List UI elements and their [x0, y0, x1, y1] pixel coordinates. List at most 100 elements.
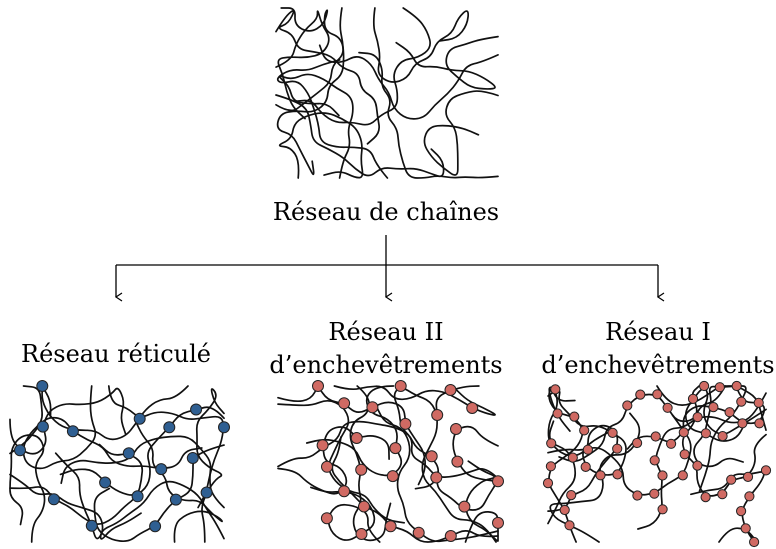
polymer-chain	[195, 388, 225, 543]
junction-node	[358, 500, 370, 513]
polymer-chain	[278, 112, 364, 179]
junction-node	[451, 455, 464, 468]
junction-node	[36, 380, 49, 392]
polymer-chain	[134, 419, 223, 543]
junction-node	[760, 465, 772, 476]
polymer-chain	[277, 420, 440, 490]
junction-node	[731, 380, 742, 392]
polymer-chain	[275, 10, 330, 120]
junction-node	[635, 389, 646, 400]
polymer-chain	[276, 59, 389, 179]
junction-node	[595, 470, 606, 481]
junction-node	[169, 493, 182, 506]
junction-node	[569, 411, 580, 422]
junction-node	[579, 425, 590, 436]
polymer-chain	[59, 406, 225, 496]
junction-node	[338, 397, 351, 410]
junction-node	[736, 396, 747, 407]
junction-node	[399, 417, 412, 430]
junction-node	[316, 439, 329, 452]
junction-node	[338, 485, 351, 498]
junction-node	[749, 536, 760, 548]
junction-node	[321, 460, 333, 473]
junction-node	[36, 420, 49, 433]
junction-node	[612, 469, 623, 480]
junction-node	[666, 438, 677, 449]
junction-node	[737, 418, 748, 429]
junction-node	[692, 412, 703, 423]
junction-node	[492, 516, 504, 529]
polymer-chain	[423, 90, 499, 176]
junction-node	[559, 504, 570, 516]
crosslinked-network	[9, 380, 230, 543]
polymer-chain	[548, 388, 584, 543]
junction-node	[632, 490, 643, 501]
junction-node	[754, 418, 765, 429]
polymer-chain	[60, 435, 225, 509]
junction-node	[542, 478, 554, 489]
junction-node	[657, 504, 668, 515]
junction-node	[607, 427, 618, 438]
junction-node	[425, 450, 438, 463]
junction-node	[389, 442, 402, 455]
junction-node	[458, 500, 471, 513]
junction-node	[677, 470, 688, 481]
polymer-chain	[275, 7, 344, 112]
polymer-chain	[436, 425, 499, 511]
junction-node	[550, 384, 561, 395]
junction-node	[384, 520, 397, 533]
junction-node	[386, 470, 399, 483]
junction-node	[355, 528, 368, 540]
polymer-chain	[278, 73, 354, 179]
polymer-chain	[277, 399, 406, 524]
junction-node	[699, 380, 710, 392]
junction-node	[492, 475, 504, 488]
junction-node	[186, 452, 199, 464]
polymer-chain	[358, 51, 499, 179]
junction-node	[708, 402, 719, 413]
junction-node	[717, 431, 728, 442]
junction-node	[444, 384, 457, 396]
tree-connector	[114, 235, 665, 302]
junction-node	[678, 427, 689, 438]
junction-node	[163, 421, 176, 434]
junction-node	[649, 455, 660, 466]
junction-node	[649, 488, 660, 499]
junction-node	[687, 393, 699, 404]
junction-node	[753, 397, 764, 408]
junction-node	[355, 463, 368, 476]
junction-node	[552, 408, 563, 419]
chain-network-top	[275, 7, 499, 179]
polymer-chain	[395, 35, 499, 90]
junction-node	[200, 486, 213, 499]
polymer-chain	[318, 44, 499, 120]
junction-node	[662, 402, 673, 413]
junction-node	[312, 380, 324, 392]
junction-node	[133, 412, 146, 425]
junction-node	[740, 523, 751, 534]
junction-node	[155, 463, 168, 476]
panel-label-enchev-i-line1: Réseau I	[605, 318, 711, 346]
polymer-chain	[305, 385, 403, 477]
entanglement-network-ii	[277, 380, 504, 543]
junction-node	[190, 403, 203, 416]
junction-node	[700, 492, 711, 503]
panel-label-enchev-i-line2: d’enchevêtrements	[541, 351, 774, 379]
polymer-chain	[393, 387, 499, 480]
junction-node	[14, 444, 26, 457]
junction-node	[444, 530, 457, 542]
polymer-chain	[41, 385, 189, 441]
panel-label-enchev-ii-line1: Réseau II	[328, 318, 443, 346]
junction-node	[582, 444, 594, 455]
junction-node	[714, 382, 725, 393]
junction-node	[564, 520, 575, 531]
polymer-chain	[549, 412, 641, 543]
polymer-chain	[333, 385, 496, 416]
junction-node	[622, 400, 633, 411]
polymer-chain	[372, 7, 470, 83]
junction-node	[66, 425, 79, 438]
junction-node	[724, 407, 735, 418]
junction-node	[466, 402, 479, 414]
junction-node	[566, 490, 577, 501]
